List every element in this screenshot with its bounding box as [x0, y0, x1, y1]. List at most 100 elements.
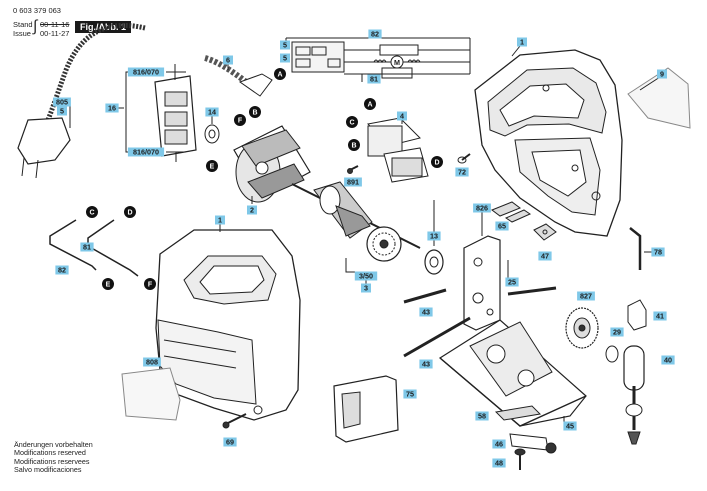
part-label-text: 891	[347, 178, 359, 187]
part-label-box	[473, 203, 491, 213]
part-29-bushing	[605, 345, 619, 363]
connector-marker-text: A	[367, 102, 372, 109]
part-label-box	[205, 107, 219, 117]
connector-marker-text: C	[349, 120, 354, 127]
connector-marker-f: F	[234, 114, 246, 126]
part-label-box	[280, 40, 290, 50]
part-label-text: 81	[83, 243, 91, 252]
part-label-text: 827	[580, 292, 592, 301]
part-label-box	[247, 205, 257, 215]
part-label-box	[538, 251, 552, 261]
part-label-text: 75	[406, 390, 414, 399]
part-78-hex-key	[629, 227, 642, 270]
part-label-72: 72	[455, 167, 469, 177]
part-58-insert	[494, 405, 542, 421]
part-label-5: 5	[280, 53, 290, 63]
part-label-box	[495, 221, 509, 231]
gear-827	[565, 307, 599, 349]
part-label-47: 47	[538, 251, 552, 261]
part-label-text: 1	[520, 38, 524, 47]
part-label-41: 41	[653, 311, 667, 321]
connector-marker-text: B	[351, 143, 356, 150]
part-label-46: 46	[492, 439, 506, 449]
part-label-40: 40	[661, 355, 675, 365]
part-label-text: 5	[283, 54, 287, 63]
footer-line-es: Salvo modificaciones	[14, 465, 82, 475]
part-label-text: 826	[476, 204, 488, 213]
part-label-box	[354, 271, 378, 281]
connector-marker-text: E	[210, 164, 215, 171]
connector-marker-b: B	[249, 106, 261, 118]
part-label-816-070: 816/070	[127, 67, 165, 77]
part-label-box	[55, 265, 69, 275]
part-label-3: 3	[361, 283, 371, 293]
connector-marker-text: D	[434, 160, 439, 167]
part-label-text: 9	[660, 70, 664, 79]
connector-marker-text: A	[277, 72, 282, 79]
part-label-text: 58	[478, 412, 486, 421]
part-label-43: 43	[419, 359, 433, 369]
part-label-text: 43	[422, 360, 430, 369]
part-label-82: 82	[55, 265, 69, 275]
armature	[291, 181, 421, 262]
part-label-1: 1	[517, 37, 527, 47]
part-label-box	[610, 327, 624, 337]
part-label-text: 5	[60, 107, 64, 116]
connector-marker-a: A	[364, 98, 376, 110]
part-label-1: 1	[215, 215, 225, 225]
part-label-box	[505, 277, 519, 287]
footer-line-de: Änderungen vorbehalten	[14, 440, 93, 449]
base-plate	[438, 319, 587, 427]
part-label-box	[127, 147, 165, 157]
part-label-box	[397, 111, 407, 121]
part-label-9: 9	[657, 69, 667, 79]
connector-marker-text: B	[252, 110, 257, 117]
part-label-box	[80, 242, 94, 252]
part-label-891: 891	[344, 177, 362, 187]
part-label-text: 82	[58, 266, 66, 275]
part-label-text: 81	[370, 75, 378, 84]
part-label-14: 14	[205, 107, 219, 117]
motor-symbol-label: M	[394, 58, 400, 67]
part-label-box	[657, 69, 667, 79]
connector-marker-circle	[348, 139, 360, 151]
issue-date: 00-11-27	[40, 29, 70, 38]
part-label-box	[361, 283, 371, 293]
part-label-text: 808	[146, 358, 158, 367]
connector-marker-b: B	[348, 139, 360, 151]
connector-marker-circle	[249, 106, 261, 118]
part-label-box	[280, 53, 290, 63]
part-label-box	[653, 311, 667, 321]
part-label-box	[127, 67, 165, 77]
connector-marker-c: C	[86, 206, 98, 218]
gear-bracket	[463, 235, 501, 331]
connector-marker-circle	[346, 116, 358, 128]
connector-marker-circle	[234, 114, 246, 126]
part-label-16: 16	[105, 103, 119, 113]
part-label-text: 2	[250, 206, 254, 215]
part-label-box	[105, 103, 119, 113]
connector-marker-circle	[431, 156, 443, 168]
pin-72	[457, 153, 471, 164]
part-label-81: 81	[367, 74, 381, 84]
part-47-block	[533, 223, 557, 241]
part-label-box	[53, 97, 71, 107]
part-label-box	[492, 458, 506, 468]
part-label-box	[403, 389, 417, 399]
connector-marker-circle	[206, 160, 218, 172]
part-label-text: 41	[656, 312, 664, 321]
part-label-text: 3	[364, 284, 368, 293]
footer-line-en: Modifications reserved	[14, 448, 86, 458]
part-label-box	[367, 74, 381, 84]
part-label-box	[419, 307, 433, 317]
part-label-box	[57, 106, 67, 116]
part-label-4: 4	[397, 111, 407, 121]
housing-half-left	[155, 229, 301, 421]
part-label-box	[563, 421, 577, 431]
connector-marker-circle	[124, 206, 136, 218]
part-label-box	[368, 29, 382, 39]
footer-line-fr: Modifications reservees	[14, 456, 90, 466]
part-label-text: 5	[283, 41, 287, 50]
